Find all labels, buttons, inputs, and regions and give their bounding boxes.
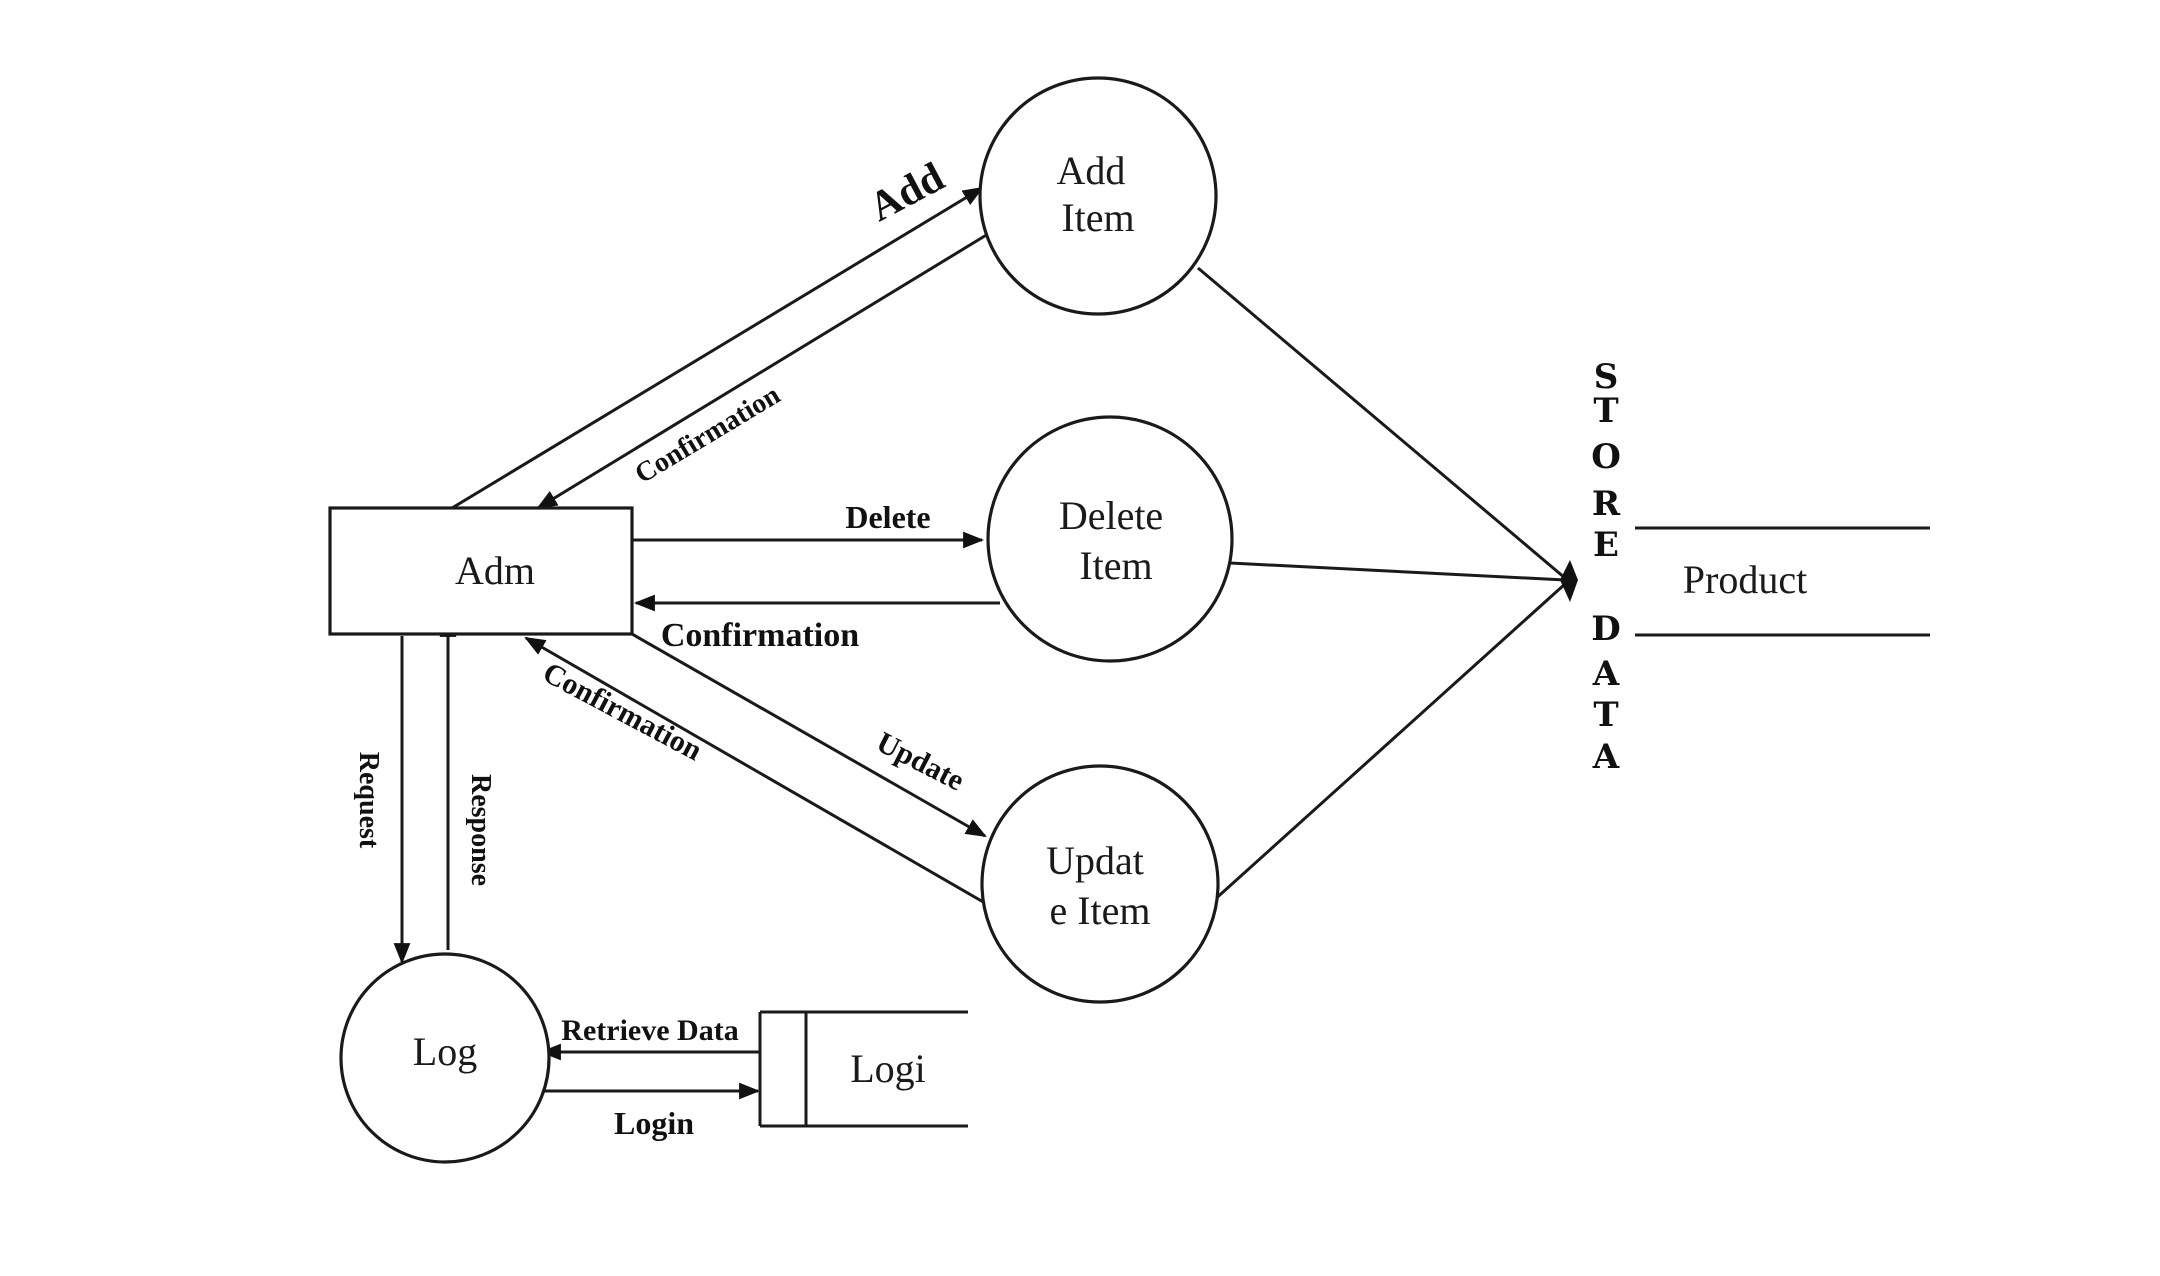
flow-add-to-store [1197, 266, 1566, 580]
process-update-item-label: Updat e Item [1046, 838, 1154, 933]
process-add-item-label: Add Item [1057, 148, 1136, 240]
process-delete-item [986, 415, 1234, 663]
flow-update-confirmation-arrow [524, 636, 986, 905]
flow-delete-confirmation-label: Confirmation [661, 617, 859, 654]
process-log-label: Log [413, 1029, 477, 1074]
store-data-vertical-label: S T O R E D A T A [1591, 357, 1621, 777]
store-letter: S [1594, 357, 1619, 397]
flow-login-label: Login [614, 1105, 694, 1141]
flow-delete-to-store [1229, 561, 1566, 582]
store-letter: D [1591, 609, 1620, 649]
process-log [339, 952, 551, 1164]
store-letter: T [1593, 391, 1618, 431]
flow-add-arrow [451, 186, 984, 510]
flow-update-label: Update [871, 726, 969, 798]
product-store-label: Product [1683, 557, 1807, 602]
store-letter: R [1592, 484, 1621, 524]
admin-entity-label: Adm [455, 548, 535, 593]
flow-retrieve-data-label: Retrieve Data [561, 1014, 738, 1047]
process-add-item [978, 76, 1218, 316]
store-letter: O [1591, 437, 1621, 477]
store-junction-marker [1560, 560, 1578, 602]
store-letter: A [1592, 654, 1620, 694]
flow-update-arrow [631, 632, 987, 838]
login-store-label: Logi [850, 1046, 926, 1091]
flow-request-label: Request [353, 752, 384, 849]
flow-add-confirmation-arrow [536, 232, 989, 510]
flow-add-label: Add [862, 154, 952, 231]
flow-add-confirmation-label: Confirmation [630, 379, 786, 490]
flow-delete-label: Delete [845, 499, 930, 535]
process-update-item [980, 764, 1220, 1004]
admin-entity-box [328, 506, 634, 636]
flow-update-confirmation-label: Confirmation [537, 656, 707, 767]
flow-update-to-store [1210, 582, 1567, 904]
store-letter: A [1592, 737, 1620, 777]
flow-response-label: Response [465, 774, 496, 886]
store-letter: T [1593, 695, 1618, 735]
process-delete-item-label: Delete Item [1059, 493, 1173, 588]
store-letter: E [1593, 525, 1619, 565]
